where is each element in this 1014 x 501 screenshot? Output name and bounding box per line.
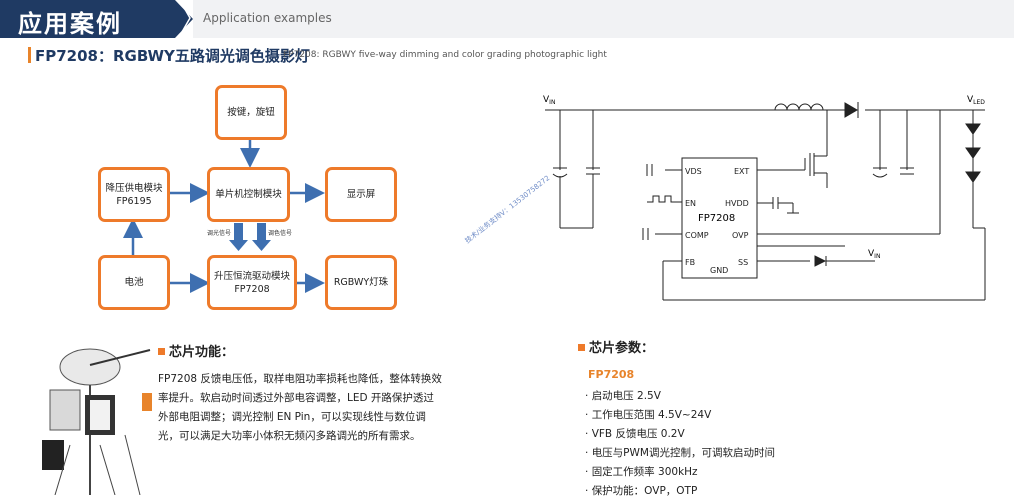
color-signal-label: 调色信号 [268, 230, 293, 237]
header-arrow [175, 0, 193, 38]
params-list: 启动电压 2.5V 工作电压范围 4.5V~24V VFB 反馈电压 0.2V … [585, 387, 775, 501]
dimming-signal-label: 调光信号 [207, 230, 232, 237]
params-chip-name: FP7208 [588, 368, 635, 381]
section-title: FP7208：RGBWY五路调光调色摄影灯 [35, 47, 310, 65]
led-box: RGBWY灯珠 [325, 255, 397, 310]
svg-text:GND: GND [710, 266, 728, 275]
param-item: 保护功能：OVP，OTP [585, 482, 775, 501]
svg-text:EXT: EXT [734, 167, 749, 176]
header-title-bar [0, 0, 175, 38]
features-heading: 芯片功能： [169, 345, 235, 360]
param-item: VFB 反馈电压 0.2V [585, 425, 775, 444]
vin-left-label: VIN [543, 95, 555, 106]
section-title-en: FP7208: RGBWY five-way dimming and color… [283, 50, 607, 60]
vin-right-label: VIN [868, 249, 880, 260]
display-label: 显示屏 [346, 189, 376, 200]
mcu-label: 单片机控制模块 [215, 189, 282, 200]
svg-text:VDS: VDS [685, 167, 702, 176]
keys-label: 按键，旋钮 [227, 107, 275, 118]
battery-label: 电池 [124, 277, 144, 288]
boost-part: FP7208 [234, 283, 270, 295]
buck-part: FP6195 [116, 195, 152, 207]
header-band [193, 0, 1014, 38]
features-marker [158, 348, 165, 355]
param-item: 启动电压 2.5V [585, 387, 775, 406]
param-item: 固定工作频率 300kHz [585, 463, 775, 482]
block-diagram-arrows [123, 140, 325, 293]
svg-text:EN: EN [685, 199, 696, 208]
param-item: 电压与PWM调光控制，可调软启动时间 [585, 444, 775, 463]
vled-label: VLED [967, 95, 985, 106]
page-subtitle: Application examples [203, 11, 332, 25]
svg-text:OVP: OVP [732, 231, 749, 240]
page-title: 应用案例 [18, 10, 122, 38]
param-item: 工作电压范围 4.5V~24V [585, 406, 775, 425]
chevron-right-icon [181, 3, 191, 33]
chip-label: FP7208 [698, 213, 735, 224]
mcu-box: 单片机控制模块 [207, 167, 290, 222]
section-marker [28, 47, 31, 63]
circuit-schematic: VIN VLED VIN FP7208 VDS EXT EN HVDD COMP… [543, 95, 986, 301]
battery-box: 电池 [98, 255, 170, 310]
buck-label: 降压供电模块 [105, 182, 163, 194]
svg-text:HVDD: HVDD [725, 199, 749, 208]
svg-text:SS: SS [738, 258, 748, 267]
keys-box: 按键，旋钮 [215, 85, 287, 140]
features-text: FP7208 反馈电压低，取样电阻功率损耗也降低，整体转换效率提升。软启动时间透… [158, 373, 442, 442]
led-label: RGBWY灯珠 [333, 277, 389, 288]
params-marker [578, 344, 585, 351]
display-box: 显示屏 [325, 167, 397, 222]
svg-text:FB: FB [685, 258, 695, 267]
boost-label: 升压恒流驱动模块 [213, 270, 290, 282]
buck-box: 降压供电模块 FP6195 [98, 167, 170, 222]
params-heading: 芯片参数： [589, 341, 655, 356]
studio-light-illustration [42, 348, 152, 495]
boost-box: 升压恒流驱动模块 FP7208 [207, 255, 297, 310]
svg-text:COMP: COMP [685, 231, 709, 240]
